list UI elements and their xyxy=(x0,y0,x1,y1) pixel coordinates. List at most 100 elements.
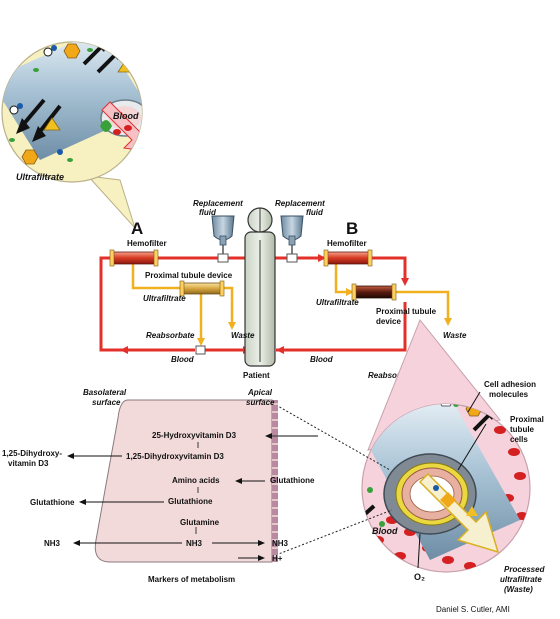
cell-adhesion-label-1: Cell adhesion xyxy=(484,380,536,389)
panel-b-letter: B xyxy=(346,219,358,238)
cell-adhesion-label-2: molecules xyxy=(489,390,529,399)
b-ultrafiltrate-line xyxy=(334,263,352,294)
upper-rbc-1 xyxy=(124,125,132,131)
nh3-inner-label: NH3 xyxy=(186,539,203,548)
upper-dot-1 xyxy=(87,48,93,52)
upper-arrowhead-out-1 xyxy=(16,118,30,134)
ultrafiltrate-a-label: Ultrafiltrate xyxy=(143,294,186,303)
b-blood-arrowhead-patient xyxy=(276,346,284,354)
o2-pointer xyxy=(417,533,421,569)
circuit-lines xyxy=(99,244,452,355)
replacement-fluid-b-label-2: fluid xyxy=(306,208,324,217)
o2-label: O₂ xyxy=(414,572,425,582)
hydroxy-d3-label: 25-Hydroxyvitamin D3 xyxy=(152,431,237,440)
proximal-tubule-device-b-label-1: Proximal tubule xyxy=(376,307,437,316)
proximal-cells-label-2: tubule xyxy=(510,425,535,434)
apical-brush-border xyxy=(272,400,278,562)
upper-hexagon-1 xyxy=(63,43,81,59)
dihydroxy-d3-out-label-1: 1,25-Dihydroxy- xyxy=(2,449,62,458)
upper-triangle-2 xyxy=(43,117,61,131)
upper-blood-label: Blood xyxy=(113,111,139,121)
upper-dot-2 xyxy=(33,68,39,72)
upper-arrow-out-1 xyxy=(20,98,46,128)
connector-line-top xyxy=(275,404,391,471)
lower-dot-2 xyxy=(503,411,509,417)
upper-hexagon-2 xyxy=(21,149,39,165)
connector-line-bottom xyxy=(275,509,393,556)
metabolism-caption: Markers of metabolism xyxy=(148,575,235,584)
processed-label-2: ultrafiltrate xyxy=(500,575,542,584)
upper-rbc-2 xyxy=(113,129,121,135)
hemofilter-b xyxy=(323,249,373,267)
b-ultrafiltrate-arrowhead xyxy=(346,288,354,296)
apical-label-2: surface xyxy=(246,398,275,407)
b-waste-arrowhead xyxy=(444,318,452,326)
proximal-tubule-device-b-label-2: device xyxy=(376,317,401,326)
a-junction xyxy=(195,345,206,355)
basolateral-label-2: surface xyxy=(92,398,121,407)
upper-dot-3 xyxy=(9,138,15,142)
a-ultrafiltrate-line xyxy=(131,263,182,290)
blood-a-label: Blood xyxy=(171,355,195,364)
lower-dot-3 xyxy=(367,487,373,493)
b-blood-line-return xyxy=(276,302,407,352)
lower-lumen-molecule-1 xyxy=(440,492,456,508)
processed-ultrafiltrate-arrow xyxy=(418,472,500,554)
proximal-cells-label-1: Proximal xyxy=(510,415,544,424)
glutamine-label: Glutamine xyxy=(180,518,220,527)
upper-arrow-out-2 xyxy=(36,104,62,136)
apical-microvilli xyxy=(272,403,278,557)
upper-molecule-1 xyxy=(43,47,53,57)
basolateral-label-1: Basolateral xyxy=(83,388,127,397)
blood-b-label: Blood xyxy=(310,355,334,364)
a-reabsorbate-arrowhead xyxy=(197,338,205,346)
upper-dot-4 xyxy=(67,158,73,162)
upper-molecule-5 xyxy=(57,149,63,155)
b-blood-arrowhead-down xyxy=(401,278,409,286)
lower-callout-contents xyxy=(362,404,528,570)
proximal-tubule-device-a xyxy=(179,280,225,297)
a-blood-arrowhead xyxy=(120,346,128,354)
apical-label-1: Apical xyxy=(247,388,273,397)
nh3-left-label: NH3 xyxy=(44,539,61,548)
lower-dot-1 xyxy=(453,404,459,407)
lower-dot-4 xyxy=(379,521,385,527)
nh3-right-label: NH3 xyxy=(272,539,289,548)
proximal-cells-label-3: cells xyxy=(510,435,528,444)
glutathione-left-label: Glutathione xyxy=(30,498,75,507)
patient-label: Patient xyxy=(243,371,270,380)
replacement-fluid-b-label-1: Replacement xyxy=(275,199,325,208)
upper-molecule-4 xyxy=(17,103,23,109)
b-blood-line-right xyxy=(368,256,407,282)
replacement-fluid-a-label-1: Replacement xyxy=(193,199,243,208)
lower-lumen-molecule-2 xyxy=(466,506,478,516)
glutathione-inner-label: Glutathione xyxy=(168,497,213,506)
patient-figure xyxy=(244,207,276,367)
upper-green-cell xyxy=(100,120,112,132)
replacement-fluid-bag-a xyxy=(211,215,235,246)
upper-molecule-3 xyxy=(9,105,19,115)
replacement-fluid-a-label-2: fluid xyxy=(199,208,217,217)
hemofilter-b-label: Hemofilter xyxy=(327,239,367,248)
hemofilter-a-label: Hemofilter xyxy=(127,239,167,248)
reabsorbate-b-label: Reabsorbate xyxy=(368,371,417,380)
amino-acids-label: Amino acids xyxy=(172,476,220,485)
b-replacement-junction xyxy=(286,253,298,263)
a-replacement-junction xyxy=(217,253,229,263)
upper-callout-pointer xyxy=(86,175,136,229)
glutathione-right-label: Glutathione xyxy=(270,476,315,485)
proximal-tubule-cell xyxy=(94,399,273,563)
processed-label-3: (Waste) xyxy=(504,585,533,594)
upper-ultrafiltrate-label: Ultrafiltrate xyxy=(16,172,64,182)
a-waste-line xyxy=(221,286,234,326)
replacement-fluid-bag-b xyxy=(280,215,304,246)
proximal-tubule-device-b xyxy=(351,283,397,301)
upper-molecule-2 xyxy=(51,45,57,51)
a-waste-arrowhead xyxy=(228,322,236,330)
metabolism-arrows xyxy=(67,433,318,561)
credit-line: Daniel S. Cutler, AMI xyxy=(436,605,510,614)
hemofilter-a xyxy=(109,249,159,267)
proximal-tubule-device-a-label: Proximal tubule device xyxy=(145,271,233,280)
reabsorbate-a-label: Reabsorbate xyxy=(146,331,195,340)
